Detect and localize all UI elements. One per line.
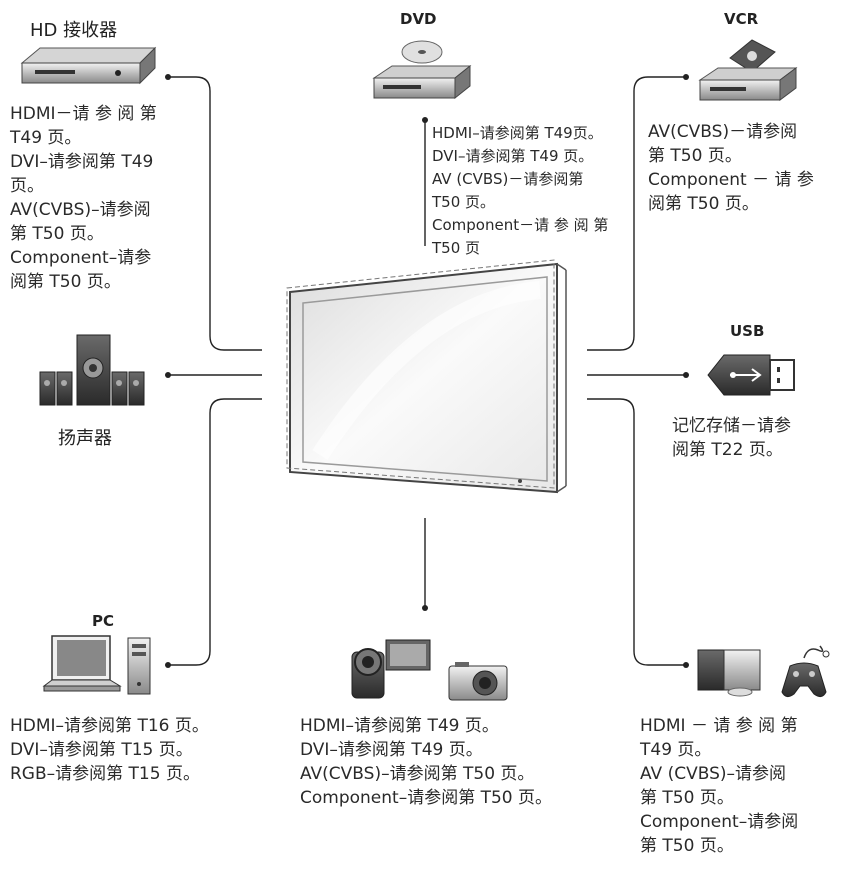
dvd-player-icon (372, 40, 472, 100)
usb-label: USB (730, 322, 765, 340)
description-line: HDMI–请参阅第 T49 页。 (300, 716, 499, 736)
game-description: HDMI － 请 参 阅 第 T49 页。 AV (CVBS)–请参阅 第 T5… (640, 714, 798, 858)
description-line: HDMI － 请 参 阅 第 (640, 716, 798, 736)
usb-drive-icon (707, 354, 795, 396)
description-line: T49 页。 (640, 740, 712, 760)
description-line: Component–请参 (10, 248, 152, 268)
description-line: HDMI–请参阅第 T49页。 (432, 124, 603, 142)
camera-description: HDMI–请参阅第 T49 页。 DVI–请参阅第 T49 页。 AV(CVBS… (300, 714, 552, 810)
description-line: 阅第 T50 页。 (648, 194, 759, 214)
dvd-label: DVD (400, 10, 437, 28)
speaker-label: 扬声器 (58, 428, 112, 449)
description-line: 第 T50 页。 (640, 836, 734, 856)
vcr-description: AV(CVBS)－请参阅 第 T50 页。 Component － 请 参 阅第… (648, 120, 814, 216)
description-line: Component－请 参 阅 第 (432, 216, 609, 234)
description-line: T50 页。 (432, 193, 496, 211)
tv-icon (286, 259, 567, 494)
pc-label: PC (92, 612, 115, 630)
pc-tower-icon (127, 637, 151, 695)
description-line: T49 页。 (10, 128, 82, 148)
description-line: HDMI–请参阅第 T16 页。 (10, 716, 209, 736)
hdd-player-icon (697, 649, 761, 697)
description-line: 第 T50 页。 (10, 224, 104, 244)
usb-description: 记忆存储－请参 阅第 T22 页。 (672, 414, 791, 462)
description-line: 页。 (10, 176, 44, 196)
connector-lines (168, 76, 686, 666)
camcorder-icon (351, 639, 431, 699)
vcr-icon (698, 39, 798, 101)
description-line: AV (CVBS)–请参阅 (640, 764, 786, 784)
description-line: 记忆存储－请参 (672, 416, 791, 436)
game-controller-icon (781, 645, 830, 698)
connector-dots (165, 74, 689, 668)
description-line: RGB–请参阅第 T15 页。 (10, 764, 200, 784)
laptop-icon (42, 635, 122, 692)
hd-receiver-label: HD 接收器 (30, 20, 118, 41)
description-line: AV(CVBS)－请参阅 (648, 122, 798, 142)
description-line: Component–请参阅第 T50 页。 (300, 788, 553, 808)
description-line: DVI–请参阅第 T49 (10, 152, 154, 172)
description-line: AV(CVBS)–请参阅 (10, 200, 151, 220)
hd-receiver-description: HDMI－请 参 阅 第 T49 页。 DVI–请参阅第 T49 页。 AV(C… (10, 102, 157, 294)
description-line: DVI–请参阅第 T49 页。 (300, 740, 483, 760)
description-line: DVI–请参阅第 T15 页。 (10, 740, 193, 760)
description-line: 阅第 T22 页。 (672, 440, 783, 460)
description-line: Component–请参阅 (640, 812, 799, 832)
description-line: 阅第 T50 页。 (10, 272, 121, 292)
description-line: HDMI－请 参 阅 第 (10, 104, 157, 124)
description-line: 第 T50 页。 (640, 788, 734, 808)
dvd-description: HDMI–请参阅第 T49页。 DVI–请参阅第 T49 页。 AV (CVBS… (432, 122, 608, 260)
description-line: DVI–请参阅第 T49 页。 (432, 147, 594, 165)
description-line: AV(CVBS)–请参阅第 T50 页。 (300, 764, 535, 784)
pc-description: HDMI–请参阅第 T16 页。 DVI–请参阅第 T15 页。 RGB–请参阅… (10, 714, 209, 786)
description-line: 第 T50 页。 (648, 146, 742, 166)
hd-receiver-icon (20, 46, 157, 85)
digital-camera-icon (448, 662, 508, 701)
speaker-system-icon (39, 334, 145, 406)
vcr-label: VCR (724, 10, 759, 28)
description-line: Component － 请 参 (648, 170, 814, 190)
description-line: AV (CVBS)－请参阅第 (432, 170, 584, 188)
description-line: T50 页 (432, 239, 481, 257)
